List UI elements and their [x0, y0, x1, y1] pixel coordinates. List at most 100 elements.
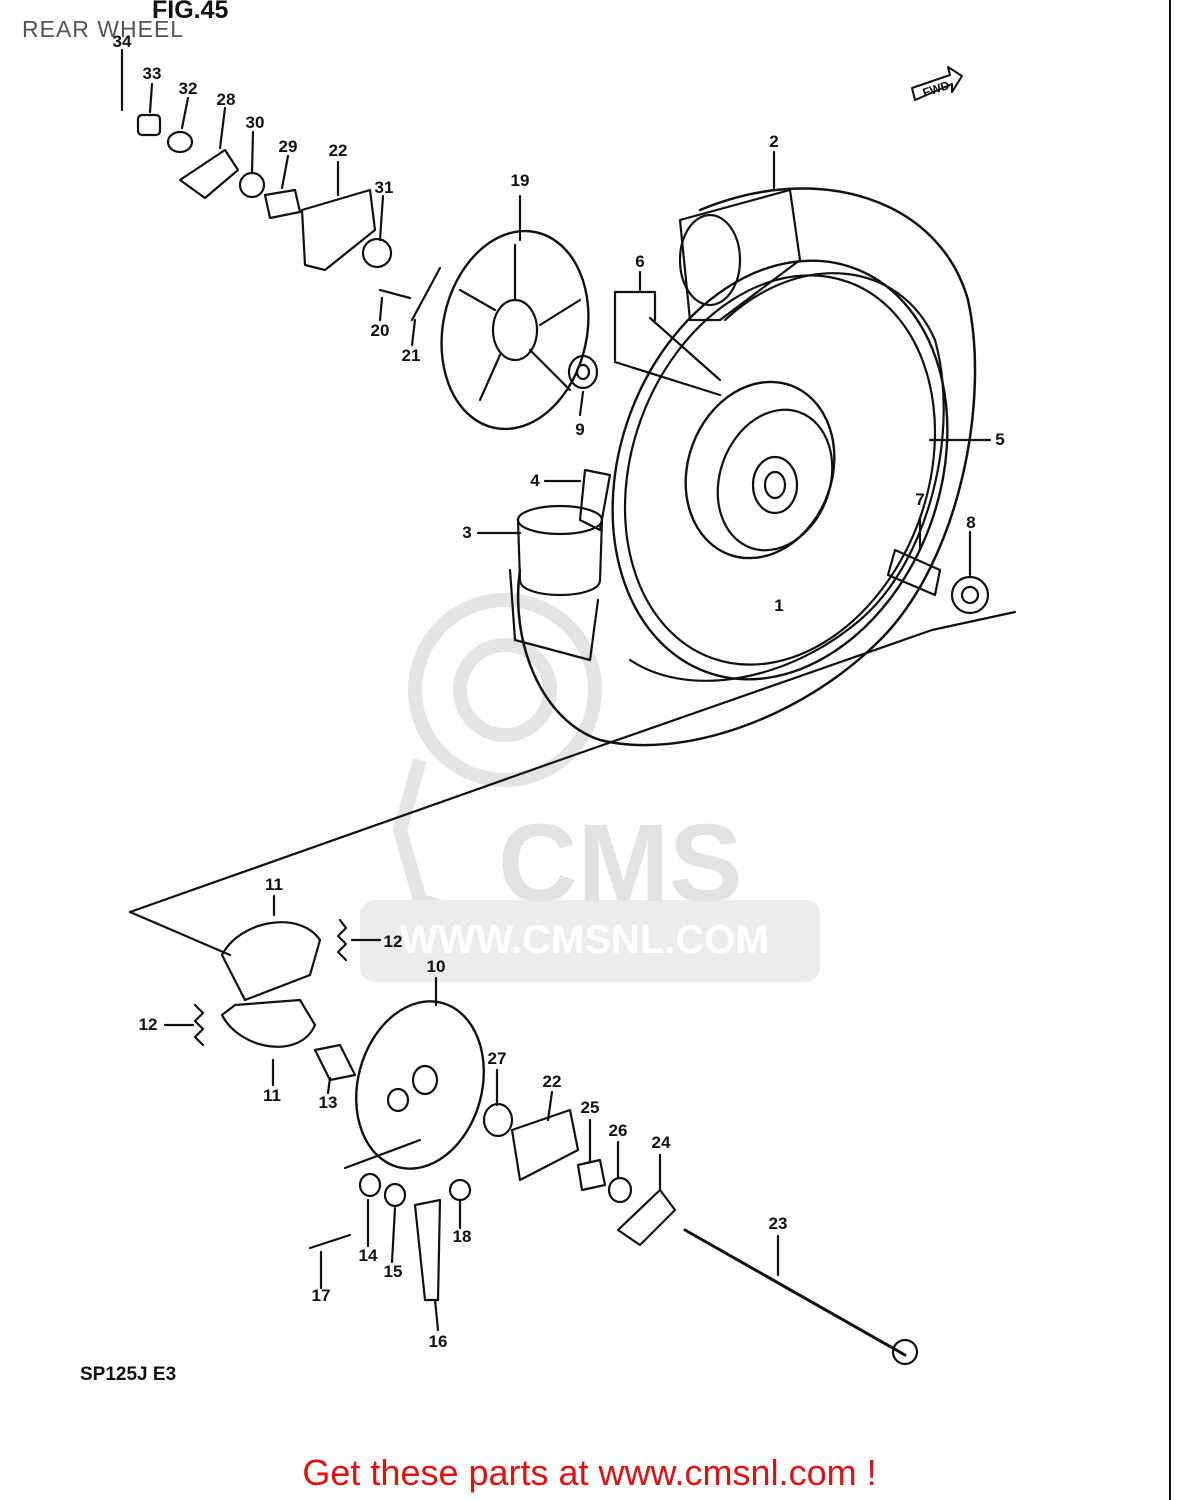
part-callout: 23	[768, 1214, 788, 1233]
tread-opening	[678, 213, 742, 307]
axle-23	[683, 1228, 907, 1357]
washer-14	[358, 1172, 382, 1198]
brake-panel	[354, 1000, 486, 1170]
part-callout: 32	[178, 79, 198, 98]
part-callout: 26	[608, 1121, 628, 1140]
part-callout: 22	[328, 141, 348, 160]
hub-drum	[716, 408, 834, 552]
bolt-17	[308, 1233, 352, 1250]
part-callout: 11	[265, 875, 283, 894]
part-callout: 3	[462, 523, 472, 542]
washer-15	[383, 1182, 407, 1208]
part-callout: 15	[383, 1262, 403, 1281]
footer-link[interactable]: Get these parts at www.cmsnl.com !	[302, 1452, 877, 1493]
spacer-29	[263, 188, 302, 220]
part-callout: 6	[635, 252, 645, 271]
adjuster-28	[178, 148, 240, 200]
bearing-27	[482, 1102, 514, 1138]
watermark-url: WWW.CMSNL.COM	[400, 918, 769, 962]
washer-31	[361, 237, 393, 269]
brake-shoe-upper	[220, 921, 322, 1002]
rim-band	[578, 468, 612, 532]
bolt-20	[378, 288, 412, 300]
washer-26	[607, 1176, 633, 1204]
part-callout: 22	[542, 1072, 562, 1091]
watermark-url-bar	[360, 900, 820, 982]
washer-30	[238, 171, 266, 199]
axle-nut-head	[891, 1338, 919, 1366]
tread-section	[678, 188, 802, 322]
part-callout: 14	[358, 1246, 378, 1265]
axle-spacer-22	[300, 188, 377, 272]
spoke	[613, 316, 722, 397]
axle-spacer-22b	[510, 1108, 580, 1182]
nut-18	[448, 1178, 472, 1202]
spring-lower	[193, 1003, 205, 1047]
part-callout: 29	[278, 137, 298, 156]
tube-tread	[508, 568, 600, 662]
nut-33	[136, 113, 162, 137]
plane-line-upper	[128, 610, 1017, 914]
sprocket-spokes	[458, 243, 582, 402]
adjuster-24	[616, 1188, 677, 1247]
brake-lever-16	[413, 1198, 442, 1302]
plane-line-mid	[343, 1138, 422, 1170]
bearing-9	[567, 354, 599, 390]
part-callout: 11	[263, 1086, 281, 1105]
washer-32	[166, 130, 194, 154]
part-callout: 17	[311, 1286, 331, 1305]
part-callout: 7	[915, 490, 925, 509]
watermark-brand: CMS	[498, 802, 743, 925]
part-callout: 9	[575, 420, 585, 439]
figure-number: FIG.45	[152, 0, 229, 24]
spring-upper	[336, 918, 348, 962]
tire	[516, 187, 977, 747]
tube-body	[516, 518, 604, 596]
part-callout: 4	[530, 471, 540, 490]
axle-collar	[886, 548, 942, 597]
brake-panel-hole-a	[411, 1064, 439, 1096]
part-callout: 30	[245, 113, 265, 132]
part-callout: 1	[774, 596, 784, 615]
part-callout: 12	[138, 1015, 158, 1034]
part-callout: 2	[769, 132, 779, 151]
part-callout: 12	[383, 932, 403, 951]
fwd-arrow	[911, 66, 963, 101]
brake-panel-hole-b	[386, 1087, 410, 1113]
part-callout: 10	[426, 957, 446, 976]
part-callout: 13	[318, 1093, 338, 1112]
model-code: SP125J E3	[80, 1364, 177, 1385]
part-callout: 21	[401, 346, 421, 365]
bearing-8	[950, 575, 990, 615]
part-callout: 27	[487, 1049, 507, 1068]
part-callout: 20	[370, 321, 390, 340]
part-callout: 8	[966, 513, 976, 532]
brake-cam	[313, 1043, 357, 1082]
hub-bore	[763, 470, 787, 500]
rim-inner	[623, 274, 937, 666]
part-callout: 28	[216, 90, 236, 109]
part-callout: 5	[995, 430, 1005, 449]
part-callout: 34	[112, 32, 132, 51]
brake-shoe-lower	[220, 998, 317, 1048]
spoke-bracket	[613, 290, 657, 362]
rim	[611, 259, 949, 681]
hub-flange	[684, 380, 836, 560]
part-callout: 31	[374, 178, 394, 197]
plane-line-lower	[128, 910, 232, 957]
part-callout: 16	[428, 1332, 448, 1351]
hub-center	[751, 455, 799, 515]
tire-inner	[628, 272, 945, 682]
spacer-25	[576, 1158, 607, 1192]
page-title: REAR WHEEL	[22, 16, 185, 42]
part-callout: 19	[510, 171, 530, 190]
part-callout: 24	[651, 1133, 671, 1152]
lock-plate-21	[410, 266, 442, 322]
right-border	[1169, 0, 1179, 1500]
tube-valve-top	[516, 504, 604, 536]
part-callout: 25	[580, 1098, 600, 1117]
part-callout: 18	[452, 1227, 472, 1246]
part-callout: 33	[142, 64, 162, 83]
